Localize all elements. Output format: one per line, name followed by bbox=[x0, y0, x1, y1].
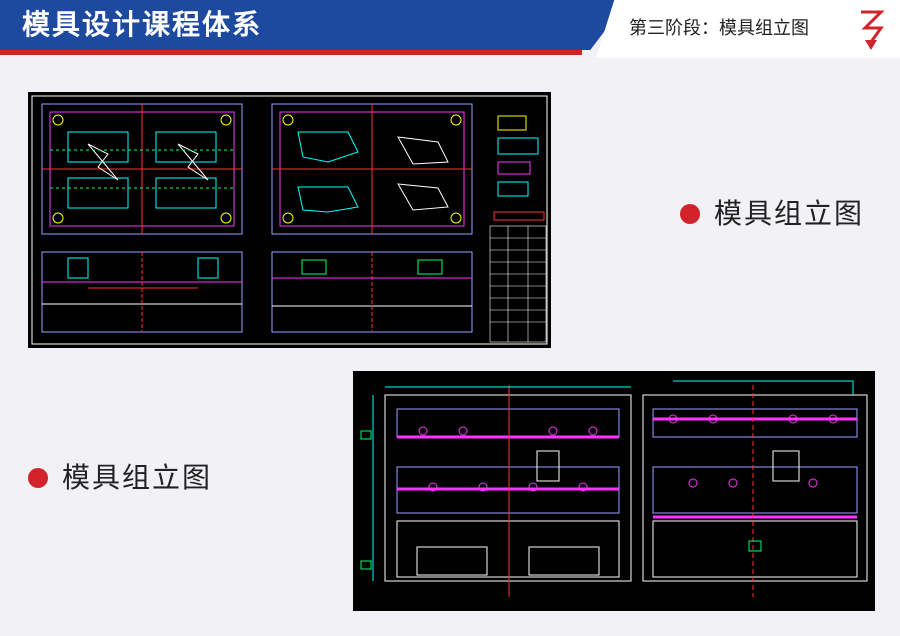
red-dot-bullet-icon bbox=[28, 468, 48, 488]
zigzag-arrow-logo-icon bbox=[861, 10, 885, 50]
stage-subtitle: 第三阶段：模具组立图 bbox=[629, 18, 809, 39]
mold-assembly-drawing-section-view bbox=[353, 371, 875, 611]
page-title: 模具设计课程体系 bbox=[22, 8, 263, 41]
section-label-text: 模具组立图 bbox=[714, 197, 865, 230]
mold-assembly-drawing-full-sheet bbox=[28, 92, 551, 348]
red-dot-bullet-icon bbox=[680, 204, 700, 224]
section-label-1: 模具组立图 bbox=[680, 198, 864, 230]
header-subtitle-panel bbox=[596, 0, 900, 58]
header-red-stripe bbox=[0, 50, 582, 55]
section-label-2: 模具组立图 bbox=[28, 462, 212, 494]
section-label-text: 模具组立图 bbox=[62, 461, 213, 494]
header-blue-banner bbox=[0, 0, 628, 50]
page-header: 模具设计课程体系 第三阶段：模具组立图 bbox=[0, 0, 900, 58]
